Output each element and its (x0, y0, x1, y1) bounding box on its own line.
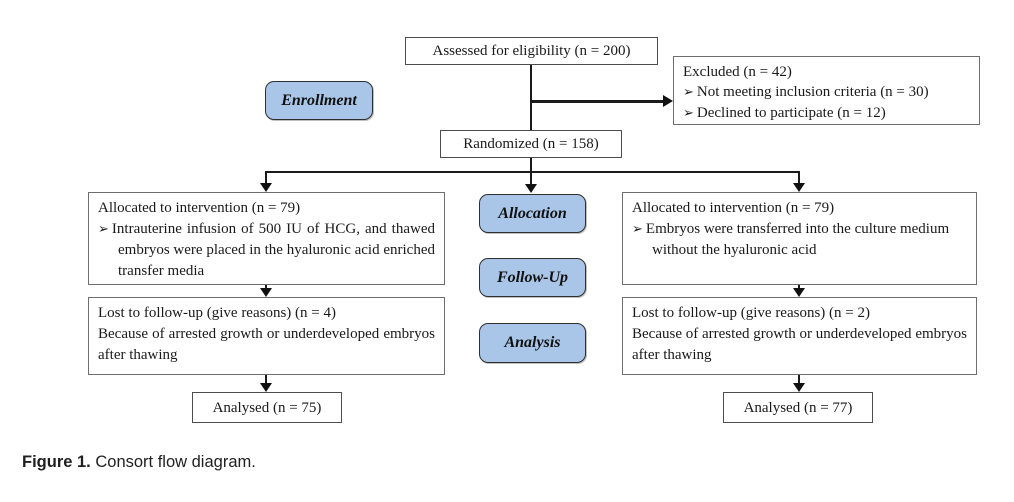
stage-enrollment-label: Enrollment (281, 91, 357, 109)
left-followup-box: Lost to follow-up (give reasons) (n = 4)… (88, 297, 445, 375)
arrowhead-right-followup-icon (793, 288, 805, 297)
stage-enrollment: Enrollment (265, 81, 373, 120)
connector-right-followup-analysed (798, 375, 800, 384)
right-allocation-bullet-text: Embryos were transferred into the cultur… (645, 221, 950, 258)
left-allocation-bullet-text: Intrauterine infusion of 500 IU of HCG, … (111, 221, 435, 279)
connector-to-excluded (531, 100, 664, 103)
left-analysed-box: Analysed (n = 75) (192, 392, 342, 423)
connector-left-alloc-followup (265, 285, 267, 290)
arrowhead-left-analysed-icon (260, 383, 272, 392)
assessed-eligibility-text: Assessed for eligibility (n = 200) (432, 43, 631, 59)
arrowhead-bullet-icon: ➢ (632, 222, 643, 237)
left-allocation-title: Allocated to intervention (n = 79) (98, 200, 301, 216)
right-followup-line1: Lost to follow-up (give reasons) (n = 2) (632, 305, 870, 321)
stage-allocation-label: Allocation (498, 204, 567, 222)
connector-left-followup-analysed (265, 375, 267, 384)
randomized-text: Randomized (n = 158) (463, 136, 599, 152)
right-followup-line2: Because of arrested growth or underdevel… (632, 326, 967, 363)
excluded-bullet-1: ➢Not meeting inclusion criteria (n = 30) (683, 82, 970, 103)
connector-assessed-randomized (530, 65, 532, 130)
arrowhead-bullet-icon: ➢ (98, 222, 109, 237)
randomized-box: Randomized (n = 158) (440, 130, 622, 158)
connector-right-alloc-followup (798, 285, 800, 290)
right-analysed-box: Analysed (n = 77) (723, 392, 873, 423)
arrowhead-right-allocation-icon (793, 183, 805, 192)
assessed-eligibility-box: Assessed for eligibility (n = 200) (405, 37, 658, 65)
stage-analysis: Analysis (479, 323, 586, 363)
arrowhead-left-followup-icon (260, 288, 272, 297)
right-allocation-title: Allocated to intervention (n = 79) (632, 200, 835, 216)
arrowhead-left-allocation-icon (260, 183, 272, 192)
stage-allocation: Allocation (479, 194, 586, 233)
arrowhead-center-icon (525, 184, 537, 193)
left-followup-line2: Because of arrested growth or underdevel… (98, 326, 435, 363)
stage-followup: Follow-Up (479, 258, 586, 297)
connector-branch-right (798, 171, 800, 183)
excluded-bullet-1-text: Not meeting inclusion criteria (n = 30) (696, 84, 929, 100)
figure-caption: Figure 1. Consort flow diagram. (22, 453, 256, 472)
excluded-bullet-2: ➢Declined to participate (n = 12) (683, 103, 970, 124)
excluded-box: Excluded (n = 42) ➢Not meeting inclusion… (673, 56, 980, 125)
excluded-title: Excluded (n = 42) (683, 64, 792, 80)
left-followup-line1: Lost to follow-up (give reasons) (n = 4) (98, 305, 336, 321)
right-analysed-text: Analysed (n = 77) (743, 399, 853, 416)
stage-followup-label: Follow-Up (496, 268, 569, 286)
connector-branch-left (265, 171, 267, 183)
figure-caption-label: Figure 1. (22, 453, 91, 471)
right-allocation-bullet: ➢Embryos were transferred into the cultu… (632, 219, 967, 261)
left-allocation-bullet: ➢Intrauterine infusion of 500 IU of HCG,… (98, 219, 435, 282)
figure-caption-text: Consort flow diagram. (90, 453, 256, 471)
left-allocation-box: Allocated to intervention (n = 79) ➢Intr… (88, 192, 445, 285)
left-analysed-text: Analysed (n = 75) (212, 399, 322, 416)
connector-branch-horizontal (265, 171, 800, 173)
arrowhead-right-analysed-icon (793, 383, 805, 392)
right-allocation-box: Allocated to intervention (n = 79) ➢Embr… (622, 192, 977, 285)
right-followup-box: Lost to follow-up (give reasons) (n = 2)… (622, 297, 977, 375)
arrowhead-bullet-icon: ➢ (683, 85, 694, 100)
excluded-bullet-2-text: Declined to participate (n = 12) (696, 105, 886, 121)
stage-analysis-label: Analysis (504, 334, 561, 351)
arrowhead-bullet-icon: ➢ (683, 106, 694, 121)
arrowhead-excluded-icon (663, 95, 673, 107)
